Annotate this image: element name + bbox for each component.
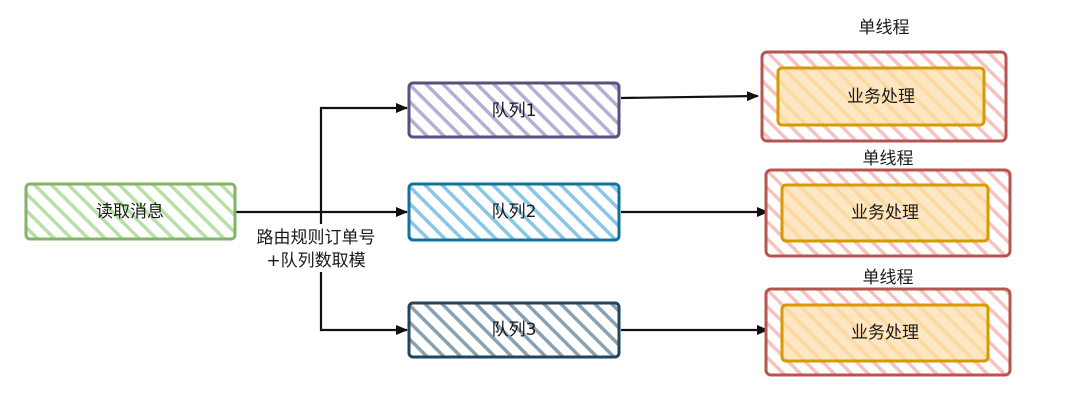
- thread-group-1: 单线程 业务处理: [760, 18, 1008, 143]
- edge-queue1-to-thread1: [620, 91, 759, 102]
- node-read-message[interactable]: 读取消息: [24, 182, 237, 241]
- thread-3-worker-label: 业务处理: [851, 323, 919, 343]
- thread-3-worker[interactable]: [780, 303, 990, 363]
- node-queue-1-label: 队列1: [492, 101, 537, 121]
- node-queue-2-label: 队列2: [492, 202, 537, 222]
- node-read-message-label: 读取消息: [96, 202, 164, 222]
- thread-2-worker-label: 业务处理: [851, 203, 919, 223]
- node-queue-2[interactable]: 队列2: [407, 182, 621, 242]
- thread-group-3: 单线程 业务处理: [764, 268, 1012, 377]
- routing-rule-line1: 路由规则订单号: [257, 228, 376, 248]
- thread-3-title: 单线程: [863, 268, 914, 288]
- thread-2-worker[interactable]: [780, 183, 990, 243]
- thread-1-worker-label: 业务处理: [847, 87, 915, 107]
- edge-router-to-queue1: [319, 103, 408, 212]
- thread-2-title: 单线程: [863, 149, 914, 169]
- thread-1-title: 单线程: [859, 18, 910, 38]
- routing-rule-label: 路由规则订单号 +队列数取模: [244, 224, 394, 272]
- routing-rule-line2: +队列数取模: [266, 251, 365, 271]
- thread-1-worker[interactable]: [776, 66, 986, 127]
- node-queue-3[interactable]: 队列3: [407, 301, 621, 359]
- thread-group-2: 单线程 业务处理: [764, 149, 1012, 258]
- node-queue-3-label: 队列3: [492, 320, 537, 340]
- node-queue-1[interactable]: 队列1: [407, 81, 621, 139]
